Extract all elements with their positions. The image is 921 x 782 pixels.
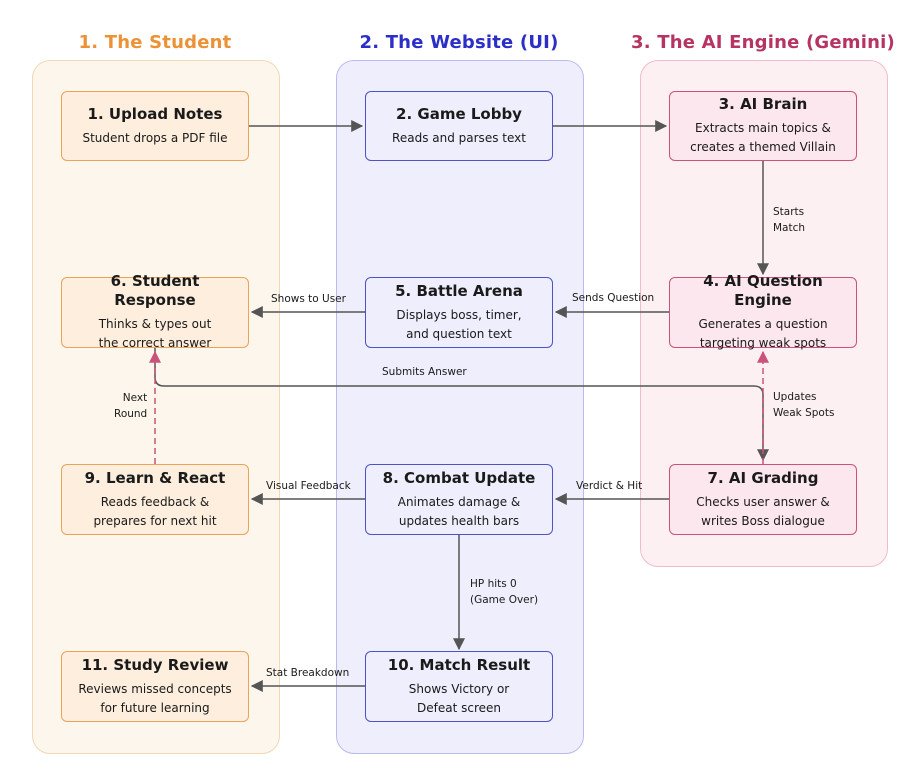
node-title: 6. Student Response (110, 272, 200, 309)
node-ai-brain: 3. AI Brain Extracts main topics & creat… (669, 91, 857, 161)
node-match-result: 10. Match Result Shows Victory or Defeat… (365, 651, 553, 722)
node-title: 9. Learn & React (84, 468, 226, 487)
node-learn-react: 9. Learn & React Reads feedback & prepar… (61, 464, 249, 535)
edge-label-next-round: Next Round (114, 392, 148, 420)
node-study-review: 11. Study Review Reviews missed concepts… (61, 651, 249, 722)
node-description: Shows Victory or Defeat screen (408, 681, 510, 715)
edge-label-shows-to-user: Shows to User (271, 293, 346, 305)
node-combat-update: 8. Combat Update Animates damage & updat… (365, 464, 553, 535)
node-title: 8. Combat Update (382, 468, 536, 487)
node-game-lobby: 2. Game Lobby Reads and parses text (365, 91, 553, 161)
lane-student (32, 60, 280, 754)
node-title: 1. Upload Notes (87, 104, 223, 123)
node-ai-question-engine: 4. AI Question Engine Generates a questi… (669, 272, 857, 350)
node-description: Thinks & types out the correct answer (98, 317, 212, 350)
edge-label-hp-hits-0: HP hits 0 (Game Over) (470, 578, 539, 606)
node-description: Generates a question targeting weak spot… (698, 317, 828, 350)
node-description: Reviews missed concepts for future learn… (78, 681, 232, 715)
node-upload-notes: 1. Upload Notes Student drops a PDF file (61, 91, 249, 161)
node-battle-arena: 5. Battle Arena Displays boss, timer, an… (365, 277, 553, 348)
edge-label-submits-answer: Submits Answer (382, 366, 467, 378)
node-title: 5. Battle Arena (395, 281, 523, 300)
edge-label-verdict-hit: Verdict & Hit (576, 480, 643, 492)
node-title: 10. Match Result (387, 655, 531, 674)
node-ai-grading: 7. AI Grading Checks user answer & write… (669, 464, 857, 535)
lane-title-student: 1. The Student (78, 32, 232, 53)
edge-label-visual-feedback: Visual Feedback (266, 480, 351, 492)
node-description: Extracts main topics & creates a themed … (690, 121, 836, 154)
node-description: Displays boss, timer, and question text (396, 307, 522, 341)
node-title: 4. AI Question Engine (703, 272, 823, 309)
lane-title-website: 2. The Website (UI) (359, 32, 559, 53)
node-student-response: 6. Student Response Thinks & types out t… (61, 272, 249, 350)
node-description: Student drops a PDF file (82, 130, 228, 145)
node-description: Reads feedback & prepares for next hit (93, 494, 217, 528)
node-title: 2. Game Lobby (396, 104, 522, 123)
edge-label-starts-match: Starts Match (773, 206, 806, 234)
node-description: Checks user answer & writes Boss dialogu… (696, 494, 830, 528)
node-title: 3. AI Brain (718, 95, 808, 113)
edge-label-sends-question: Sends Question (572, 292, 655, 304)
node-description: Animates damage & updates health bars (397, 494, 521, 528)
node-title: 7. AI Grading (707, 468, 819, 487)
node-title: 11. Study Review (81, 655, 229, 674)
lane-title-ai-engine: 3. The AI Engine (Gemini) (631, 32, 895, 53)
edge-label-updates-weak-spots: Updates Weak Spots (773, 391, 835, 419)
node-description: Reads and parses text (392, 130, 526, 145)
edge-label-stat-breakdown: Stat Breakdown (266, 667, 350, 679)
